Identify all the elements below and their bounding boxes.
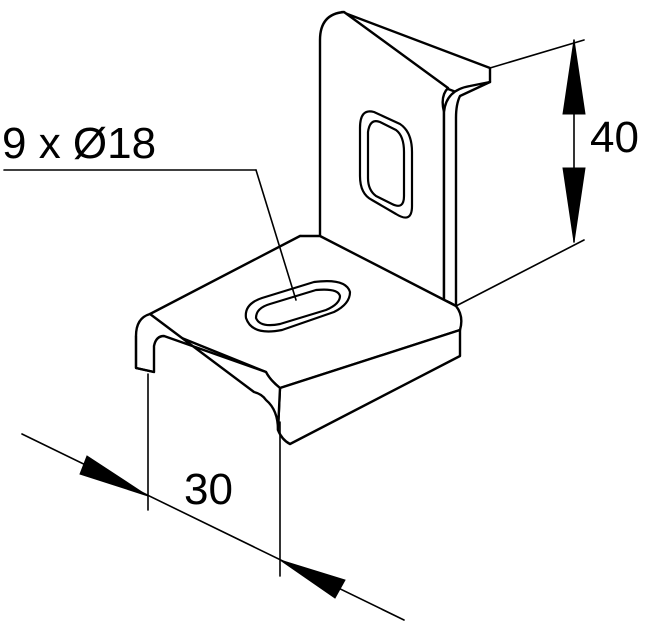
width-dimension-label: 30 bbox=[184, 465, 233, 514]
base-plate-slot-inner bbox=[254, 288, 342, 327]
vertical-leg-slot-inner bbox=[366, 120, 406, 207]
width-dimension-line bbox=[21, 433, 405, 621]
base-plate-slot bbox=[244, 280, 352, 333]
width-arrow-left bbox=[79, 455, 149, 497]
callout-label: 9 x Ø18 bbox=[2, 119, 156, 168]
height-dimension: 40 bbox=[455, 39, 639, 307]
height-arrow-up bbox=[562, 39, 586, 115]
width-arrow-right bbox=[279, 559, 346, 599]
height-extension-top bbox=[489, 39, 585, 69]
height-dimension-label: 40 bbox=[590, 113, 639, 162]
hole-callout: 9 x Ø18 bbox=[2, 119, 297, 301]
base-left-lip-edge bbox=[134, 334, 156, 374]
callout-leader-diagonal bbox=[255, 169, 297, 301]
height-extension-bottom bbox=[455, 239, 585, 307]
vertical-leg-side bbox=[442, 80, 492, 308]
bracket-part bbox=[134, 10, 492, 446]
vertical-leg-slot bbox=[358, 110, 414, 219]
height-arrow-down bbox=[562, 167, 586, 243]
width-dimension: 30 bbox=[21, 373, 405, 621]
